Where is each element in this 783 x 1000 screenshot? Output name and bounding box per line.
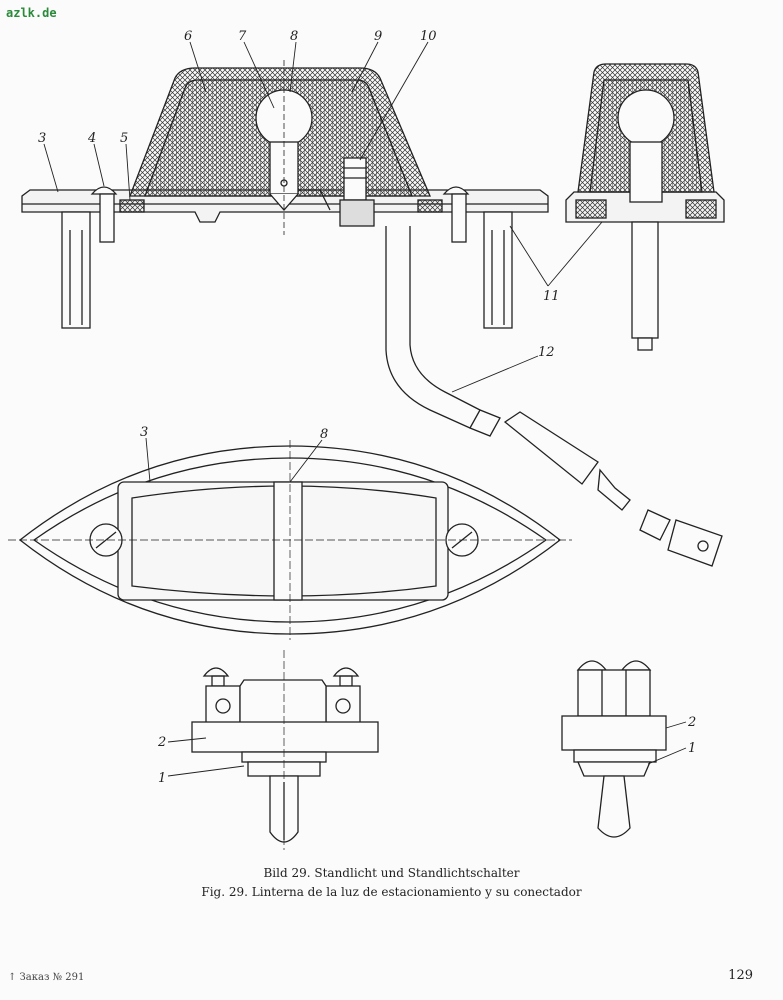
caption-spanish: Fig. 29. Linterna de la luz de estaciona…: [201, 885, 582, 899]
callout-4: 4: [87, 131, 96, 146]
leader-lines: [43, 41, 687, 777]
callout-2-right: 2: [687, 715, 696, 730]
callout-3-top: 3: [38, 131, 46, 146]
lamp-section-view: [21, 60, 549, 329]
lamp-end-view: [565, 63, 725, 351]
callout-11: 11: [543, 289, 560, 304]
callout-12: 12: [538, 345, 555, 360]
callout-3-mid: 3: [140, 425, 148, 440]
callout-1-left: 1: [158, 771, 166, 786]
callout-9: 9: [374, 29, 382, 44]
order-number: ↑ Заказ № 291: [8, 972, 85, 983]
callout-1-right: 1: [688, 741, 696, 756]
caption-german: Bild 29. Standlicht und Standlichtschalt…: [263, 866, 520, 880]
switch-front-view: [191, 650, 379, 850]
callout-5: 5: [120, 131, 128, 146]
callout-7: 7: [238, 29, 247, 44]
lamp-plan-view: [8, 440, 572, 640]
cable-and-connector: [385, 226, 723, 567]
callout-8-top: 8: [290, 29, 298, 44]
switch-side-view: [561, 660, 667, 838]
callout-6: 6: [184, 29, 192, 44]
callout-8-mid: 8: [320, 427, 328, 442]
site-watermark: azlk.de: [6, 6, 57, 20]
callout-2-left: 2: [157, 735, 166, 750]
callout-10: 10: [420, 29, 437, 44]
page-number: 129: [728, 968, 753, 983]
